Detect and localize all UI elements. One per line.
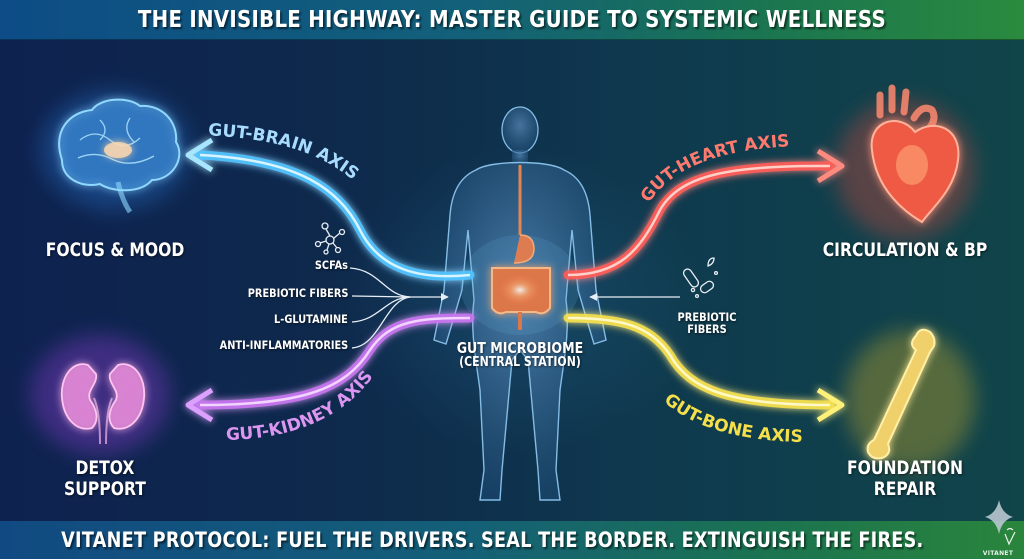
sparkle-icon bbox=[985, 500, 1016, 546]
detox-support-line1: DETOX bbox=[75, 457, 135, 479]
heart-icon bbox=[835, 84, 975, 240]
gut-brain-axis-label: GUT-BRAIN AXIS bbox=[208, 120, 363, 184]
footer-banner: VITANET PROTOCOL: FUEL THE DRIVERS. SEAL… bbox=[0, 521, 1024, 559]
input-l-glutamine: L-GLUTAMINE bbox=[274, 312, 348, 326]
human-body-figure bbox=[433, 106, 607, 501]
brain-icon bbox=[40, 90, 190, 214]
gut-kidney-axis-arrow bbox=[185, 313, 475, 423]
gut-heart-axis-arrow bbox=[563, 148, 845, 280]
input-anti-inflammatories: ANTI-INFLAMMATORIES bbox=[219, 338, 348, 352]
foundation-repair-line2: REPAIR bbox=[873, 477, 937, 500]
fiber-bacteria-icon bbox=[682, 257, 719, 299]
header-banner: THE INVISIBLE HIGHWAY: MASTER GUIDE TO S… bbox=[0, 0, 1024, 40]
focus-mood-label: FOCUS & MOOD bbox=[45, 239, 185, 261]
kidney-icon bbox=[30, 335, 170, 455]
gut-microbiome-title: GUT MICROBIOME bbox=[456, 339, 584, 357]
molecule-icon bbox=[314, 222, 346, 255]
detox-support-line2: SUPPORT bbox=[64, 477, 146, 500]
gut-brain-axis-arrow bbox=[185, 137, 475, 281]
fibers-line: FIBERS bbox=[687, 322, 727, 337]
prebiotic-line: PREBIOTIC bbox=[677, 310, 737, 324]
gut-bone-axis-arrow bbox=[563, 313, 845, 423]
gut-microbiome-label: GUT MICROBIOME (CENTRAL STATION) bbox=[444, 340, 595, 370]
input-prebiotic-fibers: PREBIOTIC FIBERS bbox=[247, 286, 348, 300]
foundation-repair-label: FOUNDATION REPAIR bbox=[844, 458, 967, 499]
central-station-subtitle: (CENTRAL STATION) bbox=[459, 355, 581, 371]
detox-support-label: DETOX SUPPORT bbox=[52, 458, 159, 499]
bone-icon bbox=[845, 328, 975, 470]
input-prebiotic-fibers-right: PREBIOTIC FIBERS bbox=[677, 311, 737, 336]
foundation-repair-line1: FOUNDATION bbox=[846, 457, 964, 479]
page-title: THE INVISIBLE HIGHWAY: MASTER GUIDE TO S… bbox=[137, 6, 887, 33]
vitanet-logo: VITANET bbox=[975, 500, 1021, 558]
input-scfas: SCFAs bbox=[314, 258, 348, 272]
input-lines-left bbox=[349, 267, 449, 349]
vitanet-logo-text: VITANET bbox=[982, 550, 1014, 557]
footer-tagline: VITANET PROTOCOL: FUEL THE DRIVERS. SEAL… bbox=[60, 528, 924, 552]
circulation-bp-label: CIRCULATION & BP bbox=[822, 239, 988, 261]
